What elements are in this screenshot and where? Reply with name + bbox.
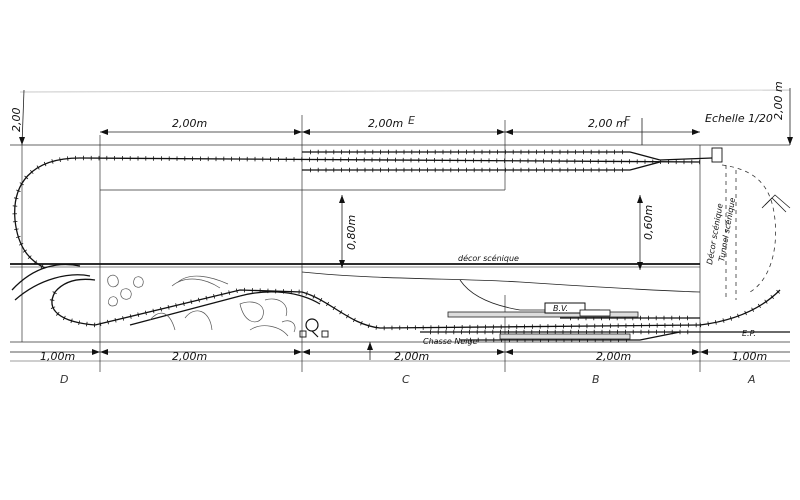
section-label-a: A [747, 373, 756, 386]
tunnel-portal-symbol [299, 318, 329, 338]
dimension-d-top: 2,00m [172, 117, 207, 130]
scale-label: Echelle 1/20 [705, 112, 773, 125]
snowplow-label: Chasse Neige [423, 337, 478, 346]
section-label-f: F [624, 114, 631, 127]
ep-label: E.P. [742, 329, 756, 338]
dimension-f-top: 2,00 m [588, 117, 627, 130]
lower-track [11, 263, 790, 343]
section-label-d: D [60, 373, 68, 386]
dimension-left-1m: 1,00m [40, 350, 75, 363]
decor-label: décor scénique [458, 253, 519, 263]
station-building-label: B.V. [553, 304, 568, 313]
bottom-dimensions [10, 349, 790, 362]
dimension-a-1m: 1,00m [732, 350, 767, 363]
inner-080-label: 0,80m [345, 215, 358, 250]
station-area [447, 302, 639, 340]
section-label-e: E [408, 114, 415, 127]
rock-scenery [107, 274, 296, 337]
inner-060-label: 0,60m [642, 205, 655, 240]
upper-track [12, 147, 723, 271]
tunnel-curve [721, 164, 791, 300]
height-left-label: 2,00 [10, 108, 23, 133]
height-right-label: 2,00 m [772, 81, 785, 120]
section-label-c: C [402, 373, 410, 386]
dimension-d-bottom: 2,00m [172, 350, 207, 363]
inner-dimensions [339, 195, 643, 360]
section-label-b: B [592, 373, 600, 386]
dimension-e-top: 2,00m [368, 117, 403, 130]
dimension-c: 2,00m [394, 350, 429, 363]
top-dimensions [100, 118, 700, 145]
side-dimensions [19, 88, 793, 146]
dimension-b: 2,00m [596, 350, 631, 363]
scenery-backdrop-line [10, 263, 701, 311]
